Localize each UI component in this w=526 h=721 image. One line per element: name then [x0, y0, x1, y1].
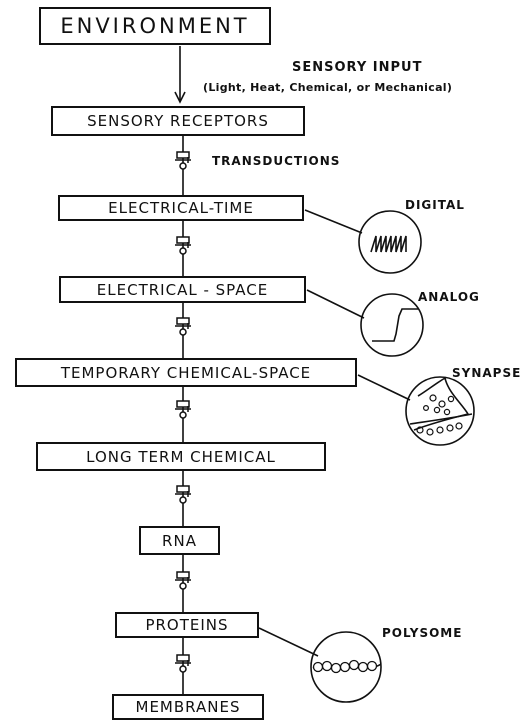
transduction-symbol-icon	[175, 237, 191, 254]
connector-synapse	[358, 375, 410, 400]
stage-long-term-chemical-label: LONG TERM CHEMICAL	[86, 448, 276, 466]
connector-digital	[305, 210, 362, 233]
stage-proteins: PROTEINS	[115, 612, 259, 638]
stage-temporary-chemical-space-label: TEMPORARY CHEMICAL-SPACE	[61, 364, 311, 382]
stage-temporary-chemical-space: TEMPORARY CHEMICAL-SPACE	[15, 358, 357, 387]
stage-environment: ENVIRONMENT	[39, 7, 271, 45]
synapse-vesicles-icon	[417, 395, 462, 435]
sensory-input-types-label: (Light, Heat, Chemical, or Mechanical)	[203, 81, 452, 94]
transduction-symbol-icon	[175, 152, 191, 169]
analog-step-icon	[372, 309, 418, 341]
synapse-cleft-icon	[410, 414, 472, 424]
stage-sensory-receptors-label: SENSORY RECEPTORS	[87, 112, 269, 130]
stage-environment-label: ENVIRONMENT	[60, 14, 249, 38]
digital-inset	[359, 211, 421, 273]
stage-sensory-receptors: SENSORY RECEPTORS	[51, 106, 305, 136]
connector-polysome	[259, 628, 318, 656]
transduction-symbol-icon	[175, 401, 191, 418]
stage-proteins-label: PROTEINS	[145, 616, 228, 634]
analog-inset	[361, 294, 423, 356]
transduction-symbol-icon	[175, 318, 191, 335]
digital-label: DIGITAL	[405, 198, 465, 212]
stage-long-term-chemical: LONG TERM CHEMICAL	[36, 442, 326, 471]
connector-analog	[307, 290, 364, 318]
stage-electrical-space-label: ELECTRICAL - SPACE	[97, 281, 268, 299]
stage-electrical-space: ELECTRICAL - SPACE	[59, 276, 306, 303]
transduction-symbol-icon	[175, 572, 191, 589]
stage-membranes-label: MEMBRANES	[136, 698, 241, 716]
analog-label: ANALOG	[418, 290, 480, 304]
transductions-label: TRANSDUCTIONS	[212, 154, 340, 168]
polysome-ribosomes-icon	[314, 661, 377, 673]
sensory-input-label: SENSORY INPUT	[292, 60, 422, 75]
transduction-symbol-icon	[175, 486, 191, 503]
digital-spikes-icon	[371, 236, 406, 252]
stage-membranes: MEMBRANES	[112, 694, 264, 720]
stage-electrical-time-label: ELECTRICAL-TIME	[108, 199, 254, 217]
stage-electrical-time: ELECTRICAL-TIME	[58, 195, 304, 221]
stage-rna: RNA	[139, 526, 220, 555]
stage-rna-label: RNA	[162, 532, 197, 550]
transduction-symbol-icon	[175, 655, 191, 672]
polysome-label: POLYSOME	[382, 626, 462, 640]
synapse-label: SYNAPSE	[452, 366, 521, 380]
